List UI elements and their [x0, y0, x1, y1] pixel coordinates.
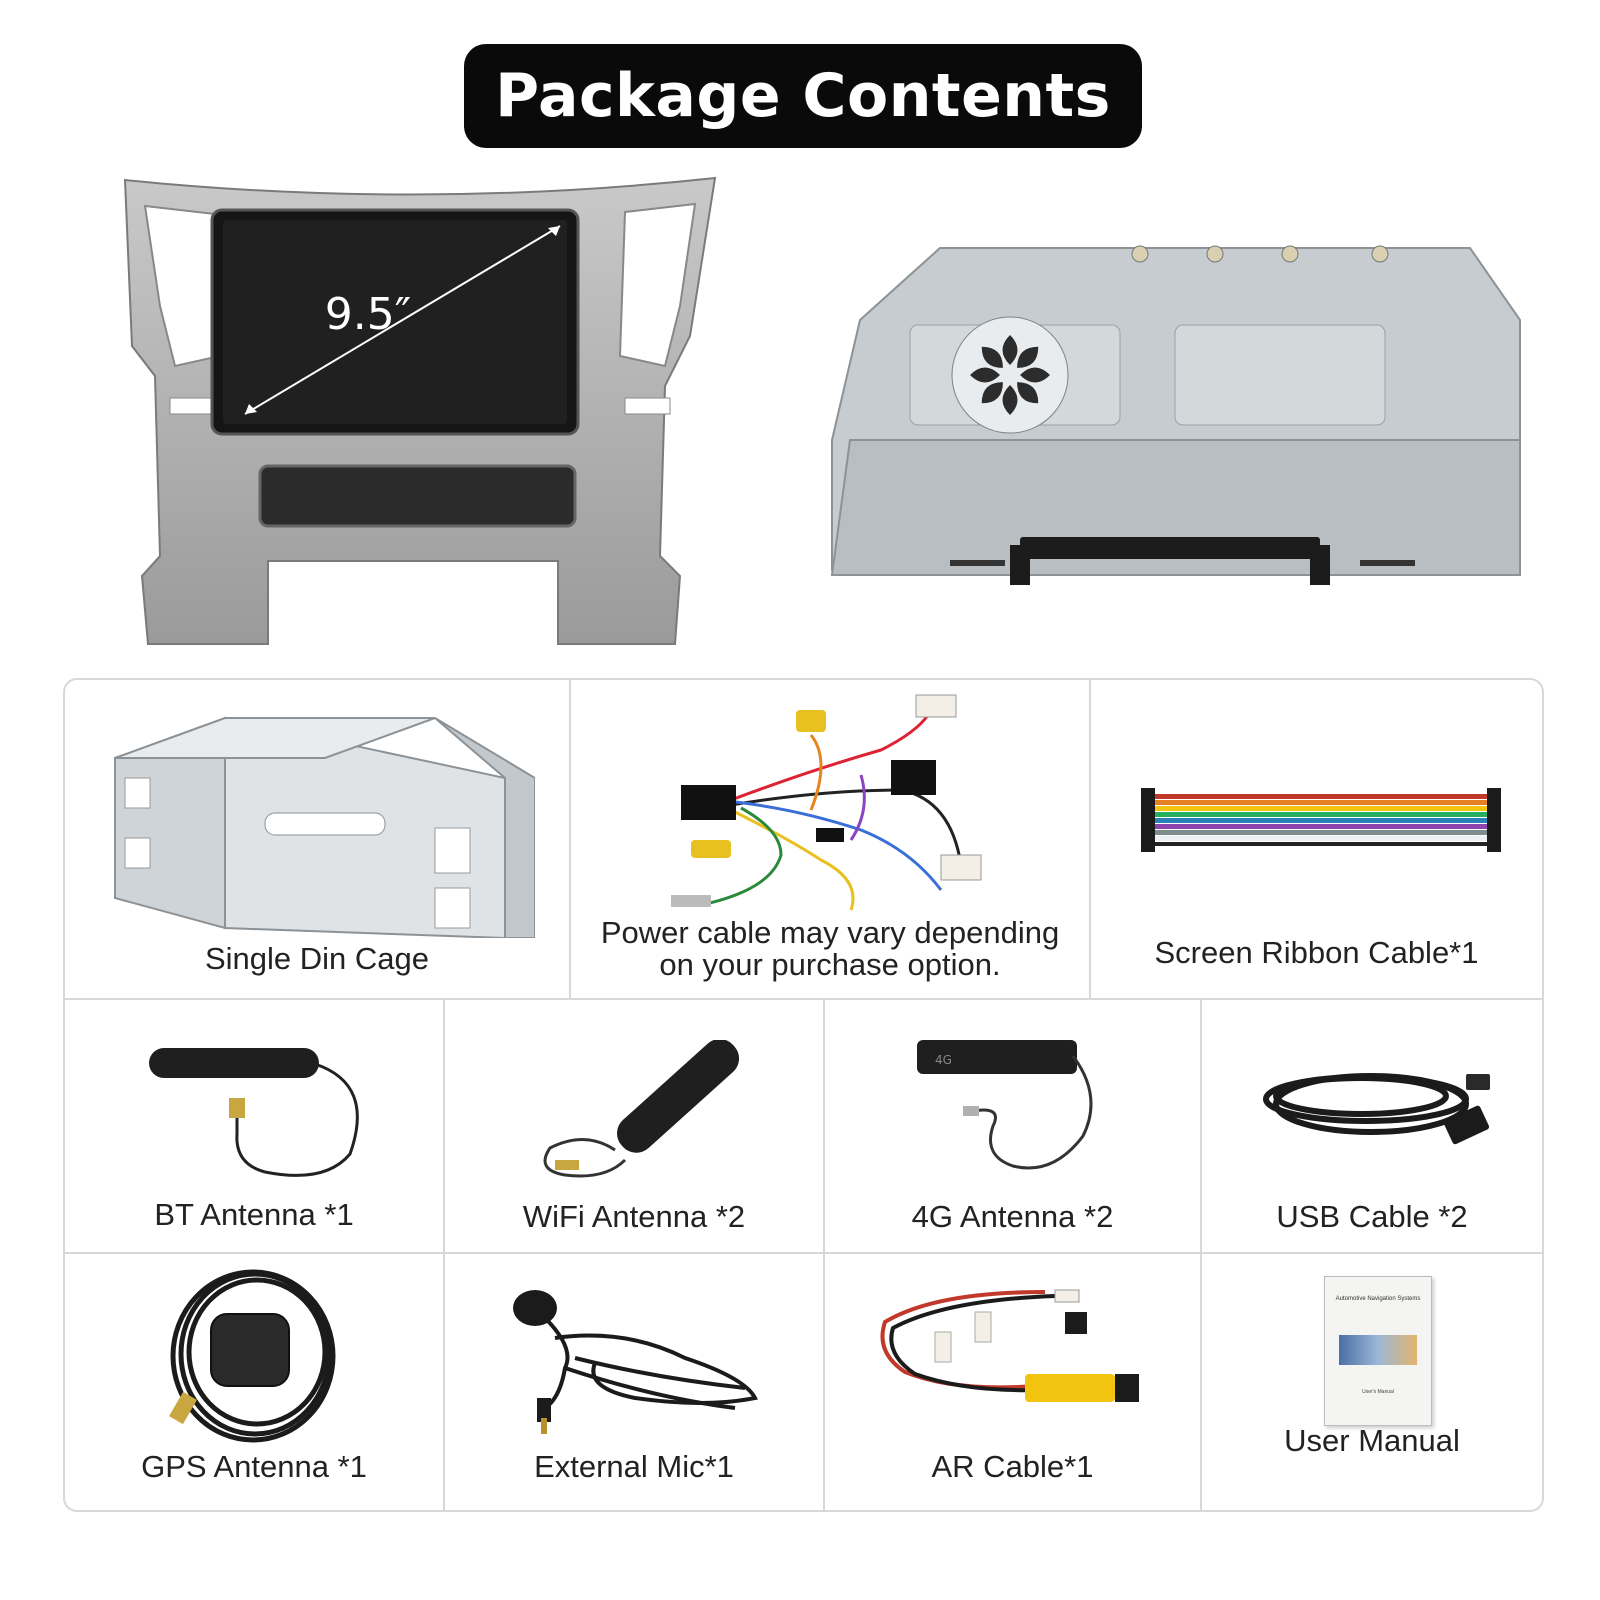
item-user-manual: Automotive Navigation Systems User's Man… — [1202, 1254, 1542, 1510]
page-title: Package Contents — [464, 44, 1142, 148]
item-power-cable: Power cable may vary depending on your p… — [571, 680, 1091, 1000]
item-4g-antenna: 4G 4G Antenna *2 — [825, 1000, 1202, 1254]
4g-antenna-image: 4G — [917, 1040, 1093, 1170]
usb-cable-label: USB Cable *2 — [1276, 1199, 1468, 1234]
cage-image — [114, 716, 535, 938]
item-ar-cable: AR Cable*1 — [825, 1254, 1202, 1510]
gps-antenna-label: GPS Antenna *1 — [141, 1449, 367, 1484]
page-title-text: Package Contents — [495, 61, 1111, 131]
item-bt-antenna: BT Antenna *1 — [65, 1000, 445, 1254]
4g-antenna-label: 4G Antenna *2 — [911, 1199, 1114, 1234]
power-cable-image — [671, 694, 982, 911]
manual-cover-subtitle: User's Manual — [1362, 1389, 1394, 1395]
power-cable-label-line1: Power cable may vary depending — [600, 915, 1060, 950]
item-gps-antenna: GPS Antenna *1 — [65, 1254, 445, 1510]
cage-label: Single Din Cage — [204, 941, 430, 976]
4g-tag: 4G — [935, 1053, 952, 1067]
bt-antenna-label: BT Antenna *1 — [154, 1197, 354, 1232]
item-wifi-antenna: WiFi Antenna *2 — [445, 1000, 825, 1254]
screen-size-label: 9.5″ — [325, 289, 411, 340]
manual-image: Automotive Navigation Systems User's Man… — [1324, 1276, 1432, 1426]
item-external-mic: External Mic*1 — [445, 1254, 825, 1510]
ar-cable-image — [880, 1289, 1139, 1402]
user-manual-label: User Manual — [1284, 1423, 1460, 1458]
manual-cover-title: Automotive Navigation Systems — [1335, 1296, 1421, 1302]
wifi-antenna-image — [543, 1040, 740, 1178]
head-unit-image: 9.5″ — [120, 176, 720, 646]
item-usb-cable: USB Cable *2 — [1202, 1000, 1542, 1254]
ar-cable-label: AR Cable*1 — [931, 1449, 1094, 1484]
item-single-din-cage: Single Din Cage — [65, 680, 571, 1000]
usb-cable-image — [1263, 1073, 1490, 1145]
chassis-image — [820, 240, 1540, 610]
ribbon-cable-label: Screen Ribbon Cable*1 — [1154, 935, 1479, 970]
bt-antenna-image — [149, 1048, 359, 1177]
item-screen-ribbon-cable: Screen Ribbon Cable*1 — [1091, 680, 1542, 1000]
contents-grid: Single Din Cage Power cable may vary dep… — [63, 678, 1544, 1512]
external-mic-image — [513, 1290, 758, 1434]
power-cable-label-line2: on your purchase option. — [659, 947, 1001, 982]
external-mic-label: External Mic*1 — [534, 1449, 734, 1484]
wifi-antenna-label: WiFi Antenna *2 — [522, 1199, 746, 1234]
gps-antenna-image — [169, 1269, 336, 1443]
ribbon-cable-image — [1141, 788, 1501, 852]
